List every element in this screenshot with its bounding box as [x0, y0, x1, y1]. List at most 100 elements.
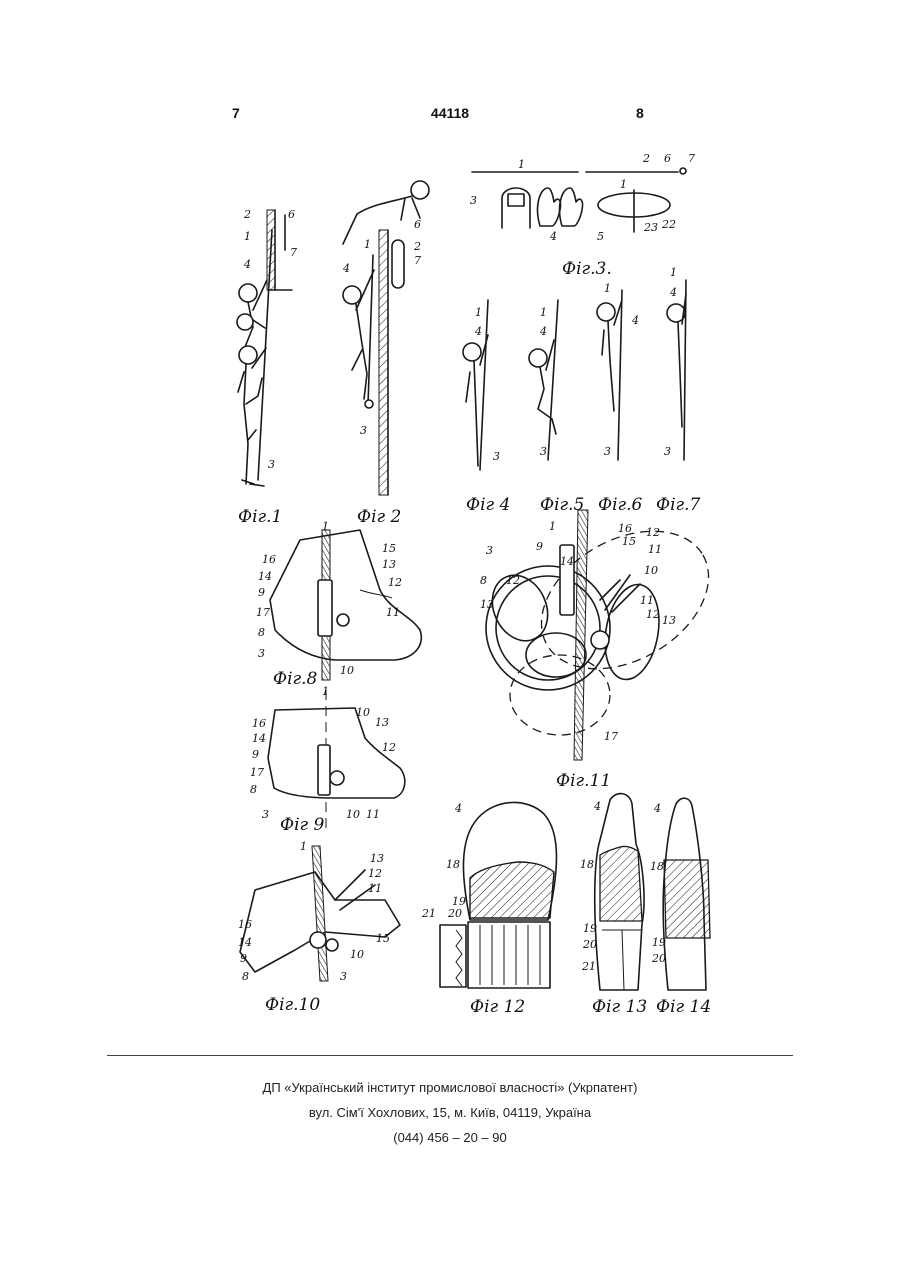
- ref-21-fig12: 21: [421, 907, 436, 920]
- ref-11b-fig11: 11: [640, 594, 654, 607]
- ref-20-fig13: 20: [582, 938, 597, 951]
- ref-13-fig10: 13: [370, 852, 384, 865]
- ref-18-fig12: 18: [446, 858, 460, 871]
- ref-1-fig3: 1: [518, 158, 525, 171]
- ref-9-fig8: 9: [258, 586, 265, 599]
- ref-10-fig8: 10: [340, 664, 354, 677]
- ref-13-fig11: 13: [480, 598, 494, 611]
- footer-publisher: ДП «Український інститут промислової вла…: [0, 1080, 900, 1095]
- ref-15-fig10: 15: [376, 932, 390, 945]
- ref-3-fig7: 3: [664, 445, 671, 458]
- ref-4-fig4: 4: [474, 325, 482, 338]
- ref-7-fig1: 7: [290, 246, 297, 259]
- ref-3-fig2: 3: [360, 424, 367, 437]
- ref-10a-fig9: 10: [356, 706, 370, 719]
- ref-15-fig11: 15: [622, 535, 636, 548]
- footer-phone: (044) 456 – 20 – 90: [0, 1130, 900, 1145]
- ref-3-fig6: 3: [604, 445, 611, 458]
- ref-12-fig11: 12: [646, 526, 660, 539]
- ref-10-fig9: 10: [346, 808, 360, 821]
- ref-12b-fig11: 12: [506, 574, 520, 587]
- ref-14-fig11: 14: [560, 555, 574, 568]
- ref-9-fig10: 9: [240, 952, 247, 965]
- ref-17-fig11: 17: [604, 730, 618, 743]
- figure-11-drawing: [482, 503, 733, 760]
- figure-8-drawing: [270, 530, 421, 680]
- figure-4-caption: Фіг 4: [466, 495, 510, 515]
- ref-1-fig9: 1: [322, 685, 329, 698]
- ref-1-fig11: 1: [549, 520, 556, 533]
- ref-2-fig2: 2: [413, 240, 421, 253]
- ref-1-fig6: 1: [604, 282, 611, 295]
- ref-16-fig10: 16: [238, 918, 252, 931]
- ref-18-fig14: 18: [650, 860, 664, 873]
- ref-13-fig8: 13: [382, 558, 396, 571]
- ref-3-fig9: 3: [262, 808, 269, 821]
- ref-19-fig13: 19: [583, 922, 597, 935]
- ref-8-fig8: 8: [258, 626, 265, 639]
- figure-13-caption: Фіг 13: [592, 997, 647, 1017]
- ref-3-fig1: 3: [268, 458, 275, 471]
- ref-3-fig3: 3: [470, 194, 477, 207]
- ref-1-fig5: 1: [540, 306, 547, 319]
- ref-4-fig5: 4: [539, 325, 547, 338]
- ref-8-fig9: 8: [250, 783, 257, 796]
- ref-11-fig11: 11: [648, 543, 662, 556]
- patent-drawings: 2 1 6 7 4 3 Фіг.1 6 2 7 1 4 3 Фіг 2 1 2 …: [0, 0, 900, 1050]
- ref-17-fig8: 17: [256, 606, 270, 619]
- figure-7-drawing: [667, 280, 686, 460]
- ref-14-fig10: 14: [238, 936, 252, 949]
- ref-1-fig8: 1: [322, 520, 329, 533]
- figure-11-caption: Фіг.11: [556, 771, 611, 791]
- figure-7-caption: Фіг.7: [656, 495, 701, 515]
- ref-7-fig2: 7: [414, 254, 421, 267]
- ref-1-fig4: 1: [475, 306, 482, 319]
- ref-17-fig9: 17: [250, 766, 264, 779]
- figure-6-drawing: [597, 290, 622, 460]
- ref-15-fig8: 15: [382, 542, 396, 555]
- ref-2-fig1: 2: [243, 208, 251, 221]
- ref-13-fig9: 13: [375, 716, 389, 729]
- figure-12-caption: Фіг 12: [470, 997, 525, 1017]
- figure-14-caption: Фіг 14: [656, 997, 711, 1017]
- ref-4-fig14: 4: [653, 802, 661, 815]
- ref-11-fig9: 11: [366, 808, 380, 821]
- figure-3-caption: Фіг.3.: [562, 259, 612, 279]
- ref-9-fig11: 9: [536, 540, 543, 553]
- ref-12-fig10: 12: [368, 867, 382, 880]
- ref-4-fig12: 4: [454, 802, 462, 815]
- ref-20-fig14: 20: [651, 952, 666, 965]
- ref-4-fig3: 4: [549, 230, 557, 243]
- figure-9-drawing: [268, 690, 405, 830]
- ref-22-fig3: 22: [661, 218, 676, 231]
- figure-8-caption: Фіг.8: [273, 669, 318, 689]
- ref-23-fig3: 23: [643, 221, 658, 234]
- ref-1-fig10: 1: [300, 840, 307, 853]
- ref-7-fig3: 7: [688, 152, 695, 165]
- figure-10-caption: Фіг.10: [265, 995, 320, 1015]
- figure-13-drawing: [595, 794, 644, 990]
- ref-6-fig3: 6: [664, 152, 671, 165]
- ref-19-fig14: 19: [652, 936, 666, 949]
- ref-16-fig11: 16: [618, 522, 632, 535]
- ref-3-fig8: 3: [258, 647, 265, 660]
- ref-11-fig8: 11: [386, 606, 400, 619]
- ref-3-fig4: 3: [493, 450, 500, 463]
- ref-4-fig2: 4: [342, 262, 350, 275]
- ref-14-fig9: 14: [252, 732, 266, 745]
- ref-6-fig1: 6: [288, 208, 295, 221]
- ref-14-fig8: 14: [258, 570, 272, 583]
- ref-3-fig5: 3: [540, 445, 547, 458]
- ref-5-fig3: 5: [597, 230, 604, 243]
- figure-9-caption: Фіг 9: [280, 815, 325, 835]
- ref-12c-fig11: 12: [646, 608, 660, 621]
- figure-2-caption: Фіг 2: [357, 507, 401, 527]
- figure-14-drawing: [663, 798, 710, 990]
- ref-11-fig10: 11: [368, 882, 382, 895]
- ref-4-fig1: 4: [243, 258, 251, 271]
- figure-1-drawing: [237, 210, 292, 486]
- ref-6-fig2: 6: [414, 218, 421, 231]
- ref-4-fig7: 4: [669, 286, 677, 299]
- ref-3-fig11: 3: [486, 544, 493, 557]
- ref-4-fig6: 4: [631, 314, 639, 327]
